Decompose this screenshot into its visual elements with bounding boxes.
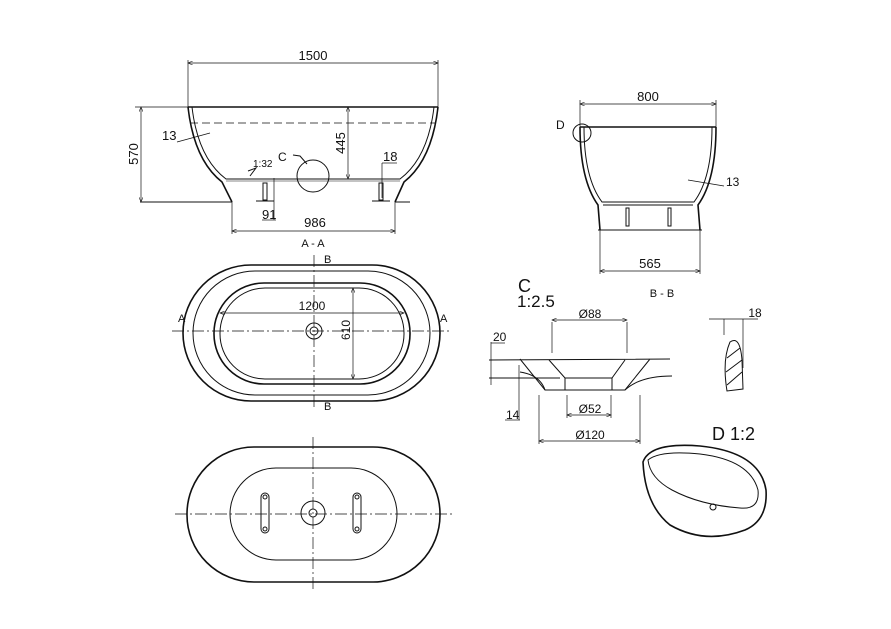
dim-14: 14 [506, 408, 520, 422]
leveling-feet [256, 182, 390, 202]
detail-d-ref: D [556, 118, 565, 132]
section-aa-view: 1500 570 445 13 1:32 C 18 91 986 A - A [126, 48, 439, 250]
dim-91: 91 [262, 207, 276, 222]
detail-c-view: C 1:2.5 Ø88 20 14 Ø52 Ø120 [488, 276, 673, 444]
dim-diam-120: Ø120 [575, 428, 605, 442]
detail-c-title: C [518, 276, 531, 296]
dim-diam-88: Ø88 [579, 307, 602, 321]
dim-13: 13 [162, 128, 176, 143]
detail-c-callout-circle [296, 159, 330, 193]
dim-1200: 1200 [299, 299, 326, 313]
bathtub-3d-illustration [642, 444, 767, 538]
section-aa-label: A - A [301, 238, 325, 250]
dim-570: 570 [126, 143, 141, 165]
cut-a-right: A [440, 313, 448, 325]
dim-445: 445 [333, 132, 348, 154]
detail-c-ref: C [278, 150, 287, 164]
detail-d-view: 18 D 1:2 [709, 306, 762, 444]
bottom-view [175, 437, 452, 592]
dim-20: 20 [493, 330, 507, 344]
detail-d-callout-circle [572, 123, 592, 143]
section-bb-view: D 800 13 565 B - B [556, 89, 740, 300]
dim-diam-52: Ø52 [579, 402, 602, 416]
dim-610: 610 [339, 320, 353, 340]
cut-b-top: B [324, 254, 331, 266]
dim-1500: 1500 [299, 48, 328, 63]
plan-view: 1200 610 A A B B [172, 254, 452, 413]
dim-565: 565 [639, 256, 661, 271]
dim-18-rim: 18 [748, 306, 762, 320]
dim-18-floor: 18 [383, 149, 397, 164]
dim-986: 986 [304, 215, 326, 230]
dim-800: 800 [637, 89, 659, 104]
section-bb-label: B - B [650, 288, 674, 300]
dim-13-bb: 13 [726, 175, 740, 189]
detail-c-scale: 1:2.5 [517, 292, 555, 311]
cut-a-left: A [178, 313, 186, 325]
slope-label: 1:32 [253, 159, 273, 170]
cut-b-bottom: B [324, 401, 331, 413]
detail-d-title: D 1:2 [712, 424, 755, 444]
